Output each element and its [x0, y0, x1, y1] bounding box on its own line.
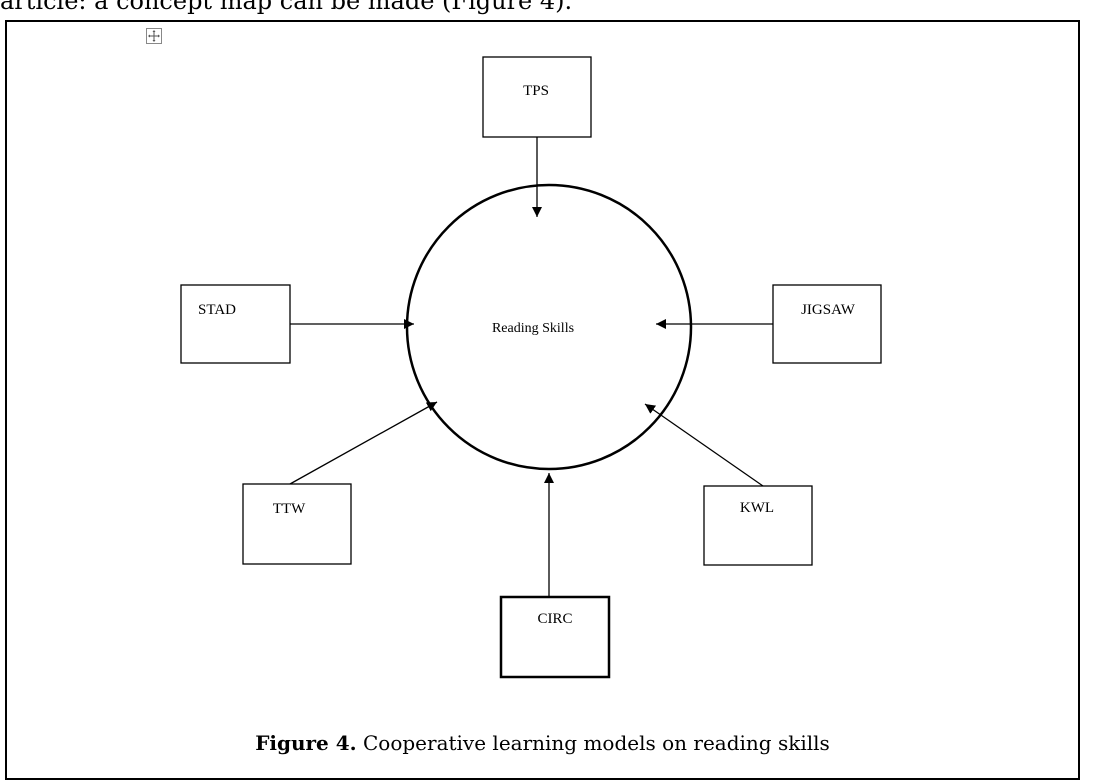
node-label-stad: STAD: [198, 302, 236, 318]
move-handle-icon[interactable]: [146, 28, 162, 44]
node-box-kwl: [703, 485, 813, 566]
node-label-tps: TPS: [523, 83, 549, 99]
center-label: Reading Skills: [492, 321, 574, 336]
body-text-line: article: a concept map can be made (Figu…: [0, 0, 573, 15]
node-label-circ: CIRC: [537, 611, 572, 627]
node-box-ttw: [242, 483, 352, 565]
node-box-circ: [499, 595, 611, 679]
node-label-ttw: TTW: [273, 501, 306, 517]
caption-label: Figure 4.: [255, 731, 357, 755]
caption-text: Cooperative learning models on reading s…: [356, 731, 830, 755]
concept-map: Reading Skills TPS STAD JIGSAW TTW KWL C…: [180, 56, 882, 679]
arrow-kwl: [644, 403, 764, 487]
node-box-stad: [180, 284, 291, 364]
node-box-tps: [482, 56, 592, 138]
node-box-jigsaw: [772, 284, 882, 364]
node-label-kwl: KWL: [740, 500, 774, 516]
figure-caption: Figure 4. Cooperative learning models on…: [0, 731, 1085, 755]
arrow-ttw: [289, 401, 438, 485]
node-label-jigsaw: JIGSAW: [801, 302, 856, 318]
